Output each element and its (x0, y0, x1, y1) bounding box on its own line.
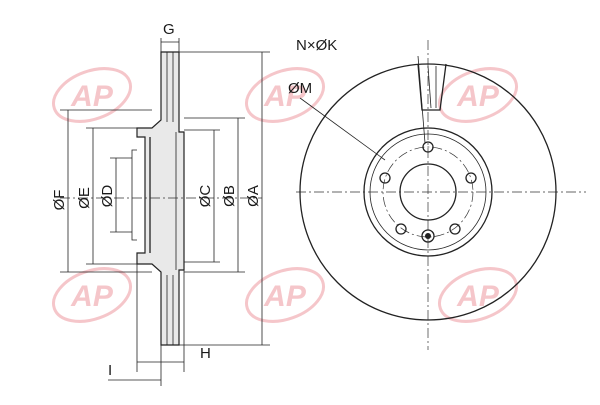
label-g: G (163, 21, 175, 38)
bolt-hole-1 (422, 141, 434, 153)
watermark-logo: AP (52, 267, 132, 323)
label-e: ØE (76, 187, 93, 209)
bolt-hole-2 (465, 172, 477, 184)
label-h: H (200, 345, 211, 362)
vent-slot-line-1 (427, 65, 432, 109)
hat-outer-circle (363, 127, 493, 257)
watermark-logo: AP (52, 67, 132, 123)
disc-outer-edge (299, 63, 557, 321)
locating-hole-center (425, 233, 431, 239)
hub-bore-step (131, 149, 137, 241)
svg-text:AP: AP (456, 80, 500, 113)
locating-hole (421, 229, 435, 243)
label-i: I (108, 362, 112, 379)
label-nxk: N×ØK (296, 37, 337, 54)
hat-step-circle (369, 133, 487, 251)
bolt-hole-5 (379, 172, 391, 184)
leader-m (299, 97, 386, 161)
front-labels: N×ØK ØM (288, 37, 337, 97)
watermark-logo: AP (438, 267, 518, 323)
label-d: ØD (99, 185, 116, 208)
svg-text:AP: AP (456, 280, 500, 313)
svg-text:AP: AP (70, 80, 114, 113)
section-dimensions (60, 38, 270, 386)
disc-front-view (296, 40, 586, 350)
watermark-logo: AP (245, 67, 325, 123)
bolt-hole-4 (395, 223, 407, 235)
vent-slot-outline (417, 63, 447, 111)
watermark-logo: AP (438, 67, 518, 123)
label-f: ØF (51, 190, 68, 211)
label-b: ØB (221, 185, 238, 207)
svg-text:AP: AP (70, 280, 114, 313)
leader-nxk (417, 55, 426, 144)
label-m: ØM (288, 80, 312, 97)
bolt-hole-3 (449, 223, 461, 235)
svg-text:AP: AP (263, 80, 307, 113)
section-labels: G ØF ØE ØD ØC ØB ØA H I (51, 21, 262, 379)
bolt-circle (382, 146, 474, 238)
section-friction-ring-upper (136, 51, 185, 346)
label-a: ØA (245, 185, 262, 207)
center-bore (399, 163, 457, 221)
watermark-layer: AP AP AP AP AP AP (52, 67, 518, 323)
watermark-logo: AP (245, 267, 325, 323)
svg-text:AP: AP (263, 280, 307, 313)
label-c: ØC (197, 185, 214, 208)
